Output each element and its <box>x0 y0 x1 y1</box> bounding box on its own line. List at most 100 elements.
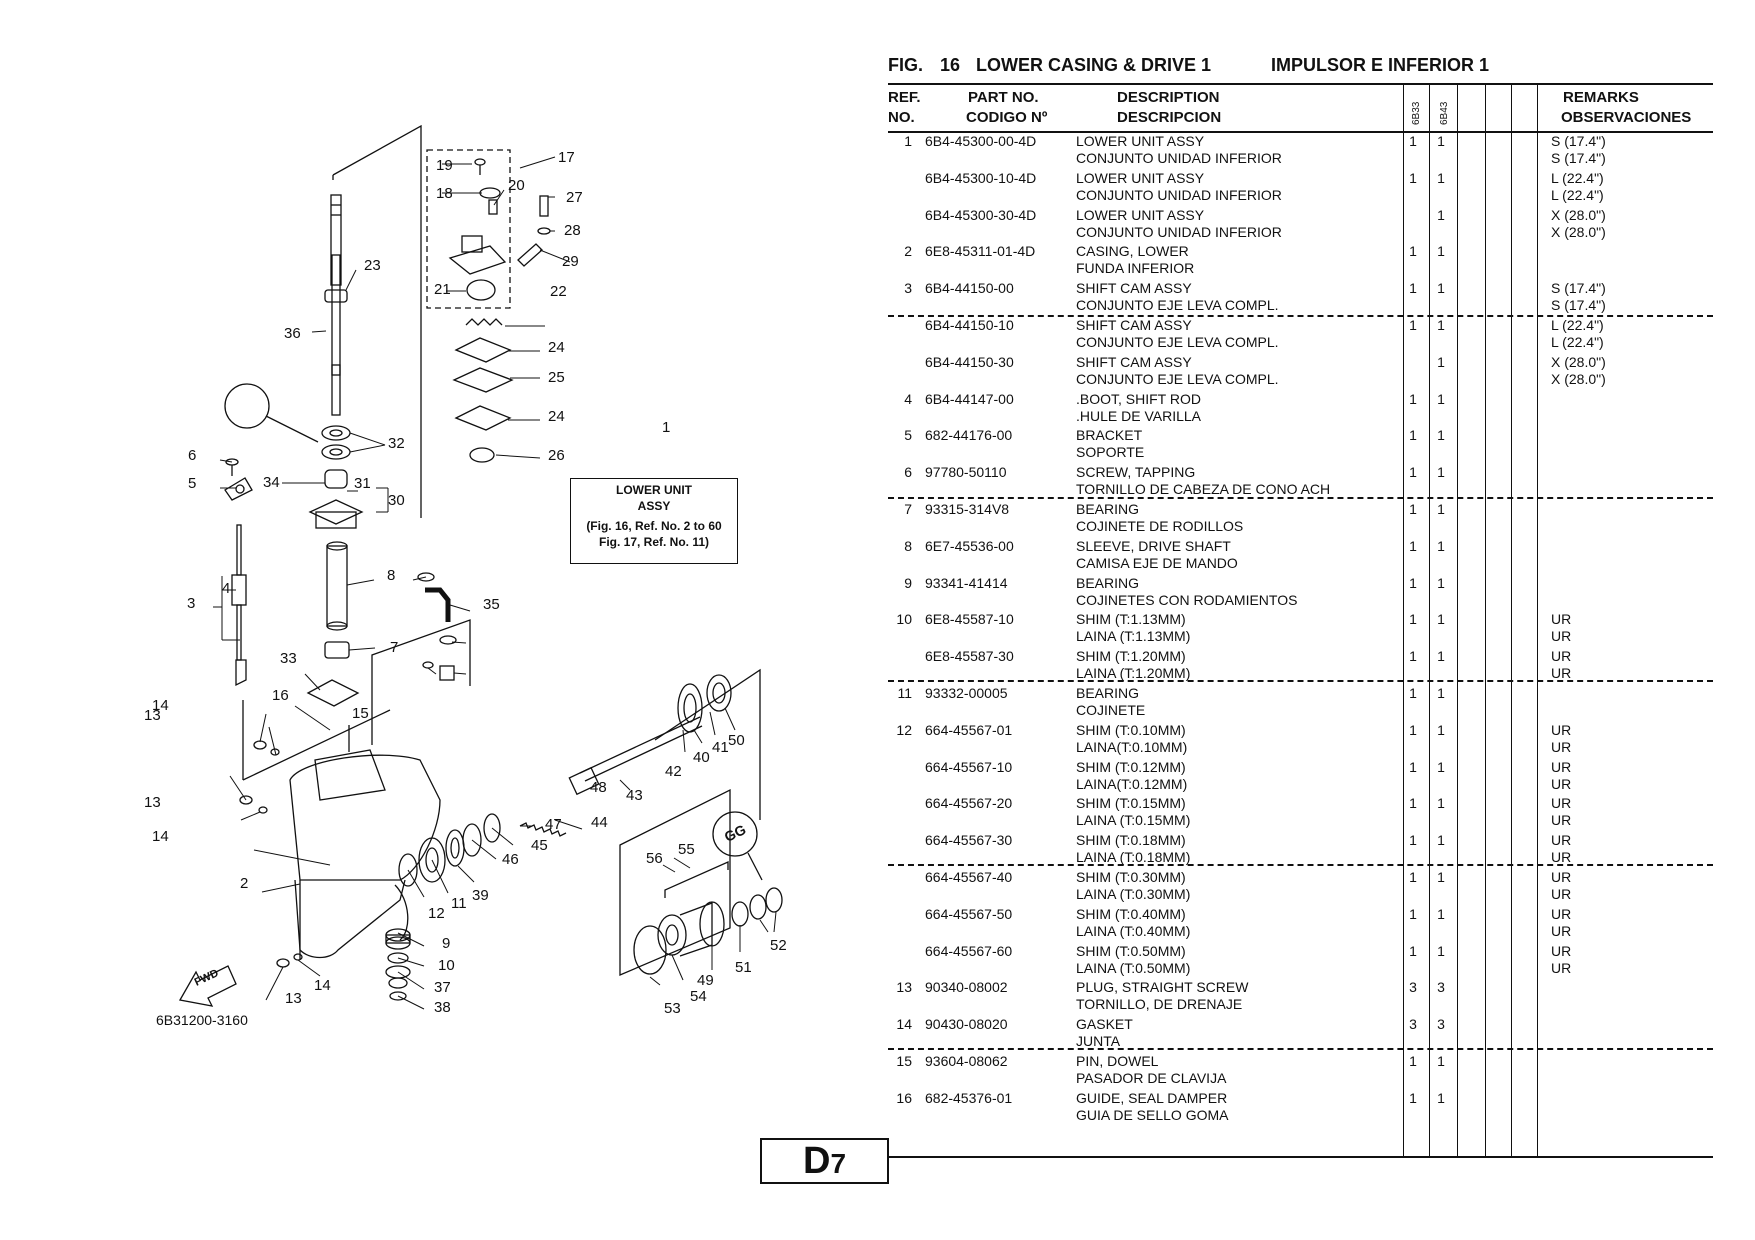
remark-line2-cell: L (22.4") <box>1551 334 1604 350</box>
description-es-cell: PASADOR DE CLAVIJA <box>1076 1070 1227 1086</box>
part-number-cell: 6B4-44150-10 <box>925 317 1014 333</box>
group-separator <box>888 1048 1713 1050</box>
group-separator <box>888 680 1713 682</box>
qty-6b43-cell: 1 <box>1437 353 1445 370</box>
clip-inset <box>224 383 319 443</box>
ref-cell: 9 <box>904 574 912 591</box>
remark-line1-cell: S (17.4") <box>1551 280 1606 297</box>
qty-6b43-cell: 3 <box>1437 979 1445 996</box>
ref-cell: 11 <box>897 685 912 701</box>
description-es-cell: CONJUNTO UNIDAD INFERIOR <box>1076 223 1282 240</box>
qty-6b43-cell: 1 <box>1437 905 1445 922</box>
fwd-arrow-shape <box>178 965 237 1007</box>
callout-number: 46 <box>502 851 519 868</box>
qty-6b43-cell: 1 <box>1437 169 1445 186</box>
gg-inset <box>712 811 763 881</box>
callout-number: 8 <box>387 567 395 584</box>
description-es-cell: SOPORTE <box>1076 444 1145 461</box>
drawing-number: 6B31200-3160 <box>156 1012 248 1028</box>
callout-number: 3 <box>187 595 195 612</box>
callout-number: 37 <box>434 979 451 996</box>
remark-line2-cell: UR <box>1551 665 1572 682</box>
callout-number: 13 <box>144 794 161 811</box>
remark-line2-cell: X (28.0") <box>1551 223 1606 240</box>
water-tube <box>425 587 451 622</box>
description-es-cell: LAINA (T:1.13MM) <box>1076 628 1191 645</box>
part-number-cell: 6B4-45300-30-4D <box>925 206 1037 223</box>
qty-6b43-cell: 1 <box>1437 721 1445 738</box>
remark-line1-cell: UR <box>1551 832 1572 849</box>
remark-line1-cell: UR <box>1551 942 1572 959</box>
description-es-cell: CAMISA EJE DE MANDO <box>1076 554 1238 571</box>
description-es-cell: LAINA (T:0.30MM) <box>1076 886 1191 902</box>
description-en-cell: PLUG, STRAIGHT SCREW <box>1076 979 1249 996</box>
qty-6b43-cell: 1 <box>1437 206 1445 223</box>
fig-number: 16 <box>940 55 961 75</box>
callout-number: 32 <box>388 435 405 452</box>
part-number-cell: 664-45567-50 <box>925 905 1013 922</box>
fig-label: FIG. <box>888 55 923 75</box>
ref-cell: 4 <box>904 390 912 407</box>
callout-number: 56 <box>646 850 663 867</box>
ref-cell: 7 <box>904 501 912 517</box>
callout-number: 44 <box>591 814 608 831</box>
small-bolts <box>239 725 350 968</box>
remark-line2-cell: L (22.4") <box>1551 186 1604 203</box>
oil-seal-housing <box>308 469 364 529</box>
description-es-cell: LAINA(T:0.12MM) <box>1076 775 1188 792</box>
qty-6b33-cell: 1 <box>1409 942 1417 959</box>
header-description: DESCRIPTION DESCRIPCION <box>1117 88 1221 128</box>
callout-number: 55 <box>678 841 695 858</box>
callout-number: 54 <box>690 988 707 1005</box>
description-en-cell: LOWER UNIT ASSY <box>1076 169 1205 186</box>
drive-shaft-sleeve <box>326 541 348 631</box>
part-number-cell: 6E8-45587-10 <box>925 611 1014 628</box>
callout-number: 7 <box>390 639 398 656</box>
ref-cell: 5 <box>904 427 912 444</box>
qty-6b33-cell: 1 <box>1409 537 1417 554</box>
callout-number: 26 <box>548 447 565 464</box>
frame-line-right <box>654 668 761 820</box>
remark-line2-cell: S (17.4") <box>1551 150 1606 166</box>
remark-line2-cell: X (28.0") <box>1551 370 1606 387</box>
description-es-cell: LAINA (T:0.40MM) <box>1076 922 1191 939</box>
description-en-cell: SHIFT CAM ASSY <box>1076 317 1192 333</box>
callout-number: 35 <box>483 596 500 613</box>
callout-number: 18 <box>436 185 453 202</box>
qty-6b43-cell: 1 <box>1437 427 1445 444</box>
part-number-cell: 90340-08002 <box>925 979 1008 996</box>
part-number-cell: 664-45567-10 <box>925 758 1013 775</box>
qty-6b43-cell: 1 <box>1437 795 1445 812</box>
description-es-cell: COJINETE <box>1076 702 1146 718</box>
part-number-cell: 6E8-45587-30 <box>925 648 1014 665</box>
callout-number: 14 <box>152 697 169 714</box>
header-part-line1: PART NO. <box>968 89 1039 106</box>
part-number-cell: 6E8-45311-01-4D <box>925 243 1036 260</box>
description-en-cell: BEARING <box>1076 574 1140 591</box>
inset-box <box>619 788 731 976</box>
qty-6b33-cell: 1 <box>1409 721 1417 738</box>
description-en-cell: SHIM (T:0.30MM) <box>1076 869 1186 885</box>
bearing-54 <box>706 674 732 712</box>
qty-6b43-cell: 1 <box>1437 574 1445 591</box>
callout-number: 30 <box>388 492 405 509</box>
remark-line1-cell: X (28.0") <box>1551 353 1606 370</box>
callout-number: 34 <box>263 474 280 491</box>
col-line-3 <box>1457 84 1458 1157</box>
table-bottom-rule <box>888 1156 1713 1158</box>
description-en-cell: SHIFT CAM ASSY <box>1076 353 1192 370</box>
description-es-cell: LAINA (T:0.15MM) <box>1076 812 1191 829</box>
col-line-6 <box>1537 84 1538 1157</box>
col-line-5 <box>1511 84 1512 1157</box>
callout-number: 10 <box>438 957 455 974</box>
propeller-shaft-housing <box>633 860 783 975</box>
qty-6b33-cell: 1 <box>1409 574 1417 591</box>
exploded-parts-diagram: 1234567891011121313131414141516171819202… <box>144 124 787 1017</box>
